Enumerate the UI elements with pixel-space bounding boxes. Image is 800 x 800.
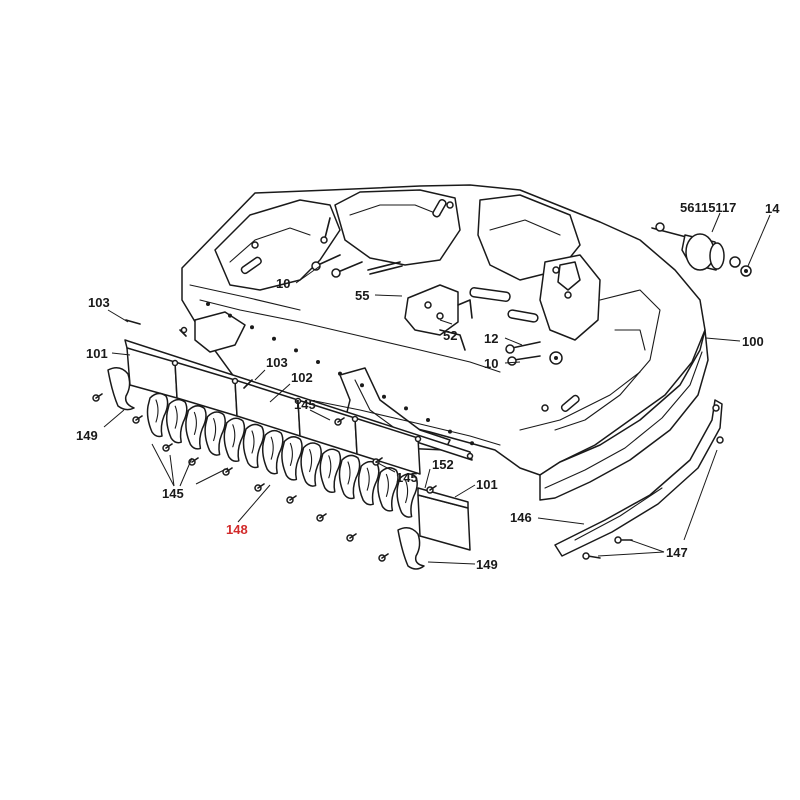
callout-145-right[interactable]: 145 — [396, 470, 418, 485]
bolt-145 — [162, 443, 173, 452]
callout-152[interactable]: 152 — [432, 457, 454, 472]
bolts-103 — [125, 319, 253, 389]
flap-148 — [300, 442, 322, 487]
callout-145-left[interactable]: 145 — [162, 486, 184, 501]
flap-148 — [338, 454, 361, 500]
rivet — [206, 302, 210, 306]
spring-55 — [367, 261, 403, 275]
callout-10-left[interactable]: 10 — [276, 276, 290, 291]
rivet — [272, 336, 276, 341]
flap-148 — [204, 411, 226, 456]
flap-148 — [377, 467, 399, 512]
flap-148 — [185, 405, 207, 450]
rivet — [338, 371, 342, 376]
flap-148 — [357, 460, 380, 506]
bolt-145 — [286, 495, 297, 504]
callout-149-left[interactable]: 149 — [76, 428, 98, 443]
flap-148 — [396, 473, 418, 518]
callout-147[interactable]: 147 — [666, 545, 688, 560]
rivet — [382, 394, 386, 399]
callout-103-left[interactable]: 103 — [88, 295, 110, 310]
bolt-145 — [426, 485, 437, 494]
callout-labels: 56115117 14 100 103 101 149 145 148 103 … — [76, 200, 780, 572]
callout-146[interactable]: 146 — [510, 510, 532, 525]
skirt-strip-146 — [554, 399, 724, 557]
roller-assembly — [651, 222, 752, 277]
clip-149-right — [397, 527, 425, 570]
rivet — [294, 348, 298, 353]
callout-14[interactable]: 14 — [765, 201, 780, 216]
callout-103-center[interactable]: 103 — [266, 355, 288, 370]
callout-100[interactable]: 100 — [742, 334, 764, 349]
flap-148 — [165, 398, 188, 444]
flap-148 — [146, 392, 169, 438]
rivet — [250, 325, 254, 330]
rivet — [316, 360, 320, 364]
flap-row-148 — [107, 367, 425, 570]
rivet — [360, 383, 364, 388]
callout-52[interactable]: 52 — [443, 328, 457, 343]
callout-148[interactable]: 148 — [226, 522, 248, 537]
bolt-145 — [334, 417, 345, 426]
flap-148 — [281, 436, 303, 481]
rivet — [470, 441, 474, 446]
bracket-52 — [404, 284, 473, 351]
flap-148 — [261, 429, 284, 475]
rivet — [404, 406, 408, 411]
bolt-145 — [222, 467, 233, 476]
flap-148 — [242, 423, 265, 469]
callout-10-right[interactable]: 10 — [484, 356, 498, 371]
bolt-145 — [346, 533, 357, 542]
rivet — [448, 429, 452, 434]
flap-148 — [319, 448, 342, 494]
bolt-145 — [132, 415, 143, 424]
callout-101-right[interactable]: 101 — [476, 477, 498, 492]
rivet — [228, 313, 232, 318]
clip-149-left — [107, 367, 135, 411]
callout-56115117[interactable]: 56115117 — [680, 200, 736, 215]
bolt-145 — [378, 553, 389, 562]
deck-slots — [240, 199, 580, 413]
bolts-145 — [92, 393, 437, 562]
bolts-147 — [582, 536, 633, 560]
callout-102[interactable]: 102 — [291, 370, 313, 385]
leader-lines — [103, 212, 771, 565]
bolt-145 — [254, 483, 265, 492]
bolt-145 — [92, 393, 103, 402]
rivet — [426, 418, 430, 422]
callout-12[interactable]: 12 — [484, 331, 498, 346]
callout-149-right[interactable]: 149 — [476, 557, 498, 572]
callout-145-center[interactable]: 145 — [294, 397, 316, 412]
callout-55[interactable]: 55 — [355, 288, 369, 303]
deck-rivets — [206, 302, 474, 446]
bolt-145 — [316, 513, 327, 522]
callout-101-left[interactable]: 101 — [86, 346, 108, 361]
flap-148 — [223, 417, 246, 463]
